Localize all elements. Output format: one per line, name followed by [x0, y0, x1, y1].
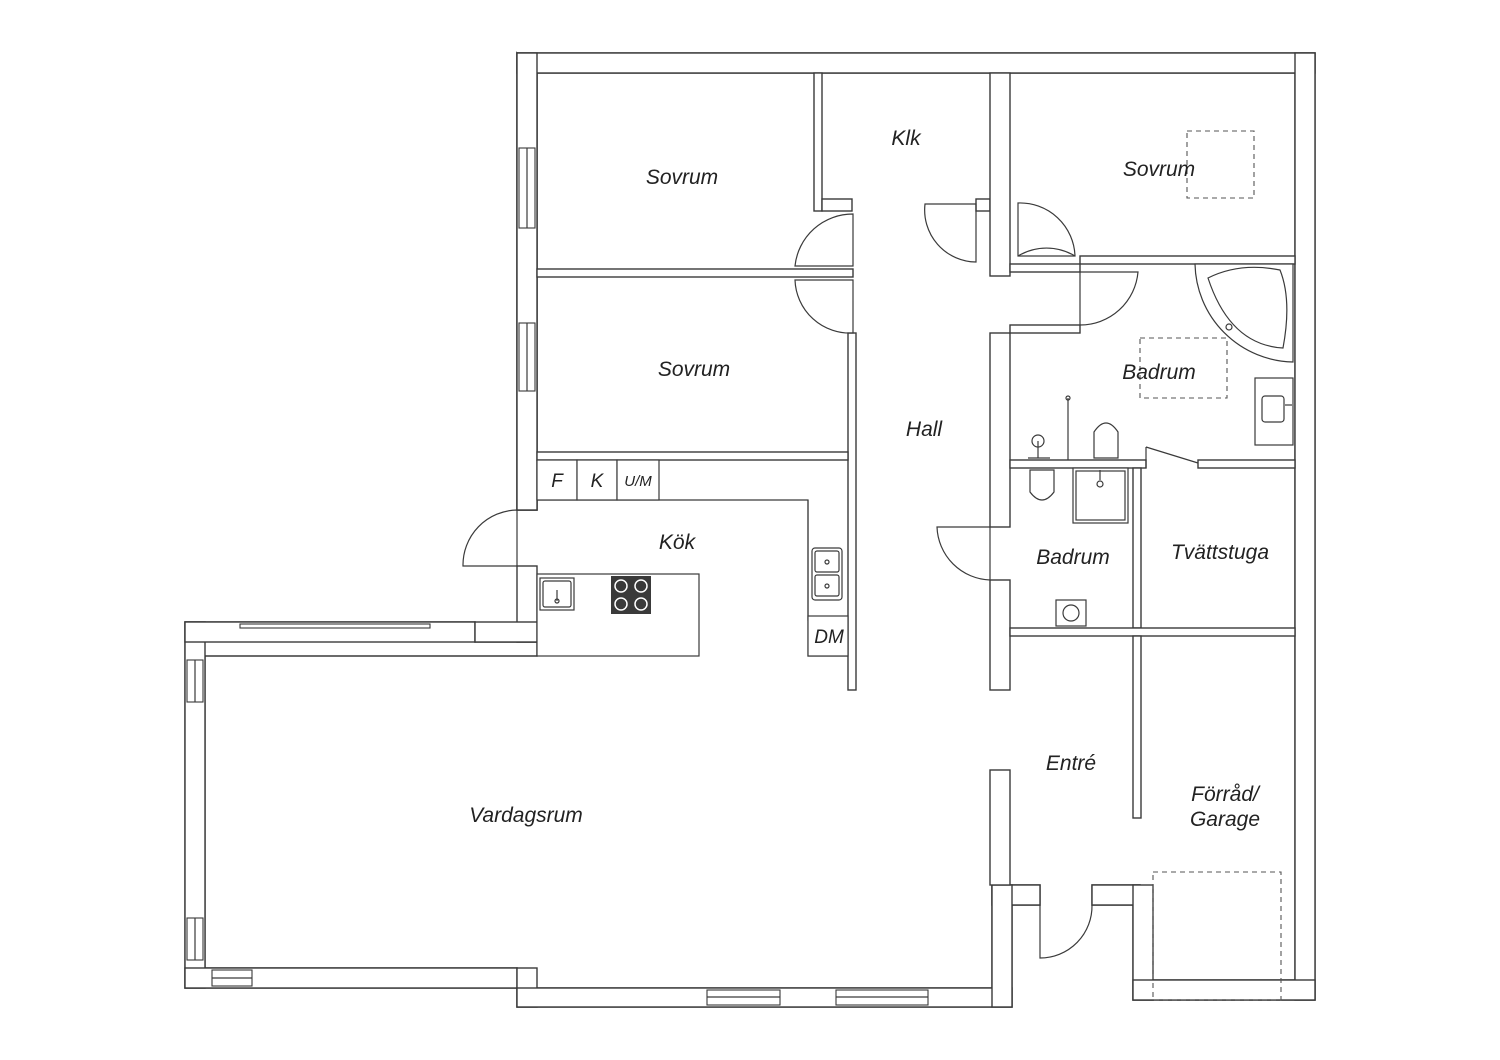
wall-laundry-top: [1197, 459, 1296, 469]
cooktop: [611, 576, 651, 614]
room-label-laundry: Tvättstuga: [1171, 541, 1269, 564]
door-entrance: [1039, 904, 1093, 959]
wall-bed2-bottom: [536, 451, 849, 461]
corner-bathtub: [1194, 263, 1294, 363]
wall-bed1-bed2: [536, 268, 854, 278]
bath1-toilet: [1093, 422, 1119, 459]
sliding-door-living: [239, 623, 431, 629]
door-kitchen-exterior: [462, 509, 518, 567]
wall-hall-right-upper: [989, 332, 1011, 528]
wall-kitchen-corner: [474, 621, 538, 643]
label-dishwasher: DM: [814, 627, 844, 648]
wall-bath2-laundry: [1132, 467, 1142, 629]
dishwasher-box: [807, 615, 849, 657]
wall-closet-right: [989, 72, 1011, 277]
dashed-skylight-bed3: [1186, 130, 1255, 199]
wall-entry-garage: [1132, 635, 1142, 819]
room-label-storage-1: Förråd/: [1191, 783, 1261, 806]
wall-entry-left-upper: [989, 769, 1011, 886]
wall-closet-bottom-right: [975, 198, 991, 212]
oven-box: [616, 459, 660, 501]
room-label-closet: Klk: [891, 127, 922, 150]
door-bedroom-2: [794, 279, 854, 334]
room-label-kitchen: Kök: [659, 531, 697, 554]
label-fridge: F: [551, 471, 564, 492]
dashed-garage-door: [1152, 871, 1282, 1001]
room-label-hall: Hall: [906, 418, 944, 441]
wall-hall-right-lower: [989, 579, 1011, 691]
room-label-bedroom-2: Sovrum: [658, 358, 730, 381]
wall-closet-bottom-left: [821, 198, 853, 212]
room-label-bathroom-1: Badrum: [1122, 361, 1196, 384]
door-bedroom-3: [1017, 202, 1076, 257]
room-label-entrance: Entré: [1046, 752, 1096, 775]
double-sink: [811, 547, 843, 601]
door-bathroom-2: [936, 526, 991, 581]
door-bedroom-3-arc: [1017, 247, 1076, 257]
outer-walls: [516, 52, 1316, 1001]
label-oven: U/M: [624, 473, 652, 490]
wall-entry-leftv: [991, 884, 1013, 1008]
bath2-toilet: [1029, 469, 1055, 501]
wall-bed1-right: [813, 72, 823, 212]
outer-wall-living: [184, 621, 1041, 1008]
door-closet: [924, 203, 977, 263]
wall-bed3-bottom: [1079, 255, 1296, 265]
room-label-bedroom-3: Sovrum: [1123, 158, 1195, 181]
bath1-sink: [1254, 377, 1294, 446]
room-label-bedroom-1: Sovrum: [646, 166, 718, 189]
room-label-bathroom-2: Badrum: [1036, 546, 1110, 569]
bath2-sink: [1055, 599, 1087, 627]
door-bathroom-1: [1079, 271, 1139, 326]
freezer-box: [576, 459, 618, 501]
wall-top: [516, 52, 1316, 74]
wall-right: [1294, 52, 1316, 1001]
wall-garage-bottom: [1132, 979, 1316, 1001]
dashed-skylight-bath1: [1139, 337, 1228, 399]
door-bedroom-1: [794, 213, 854, 267]
wall-hall-left: [847, 332, 857, 691]
door-laundry: [1145, 446, 1199, 468]
wall-bed3-hall: [1009, 263, 1081, 273]
wall-bath1-top: [1009, 324, 1081, 334]
room-label-living: Vardagsrum: [469, 804, 583, 827]
label-freezer: K: [591, 471, 605, 492]
wall-left-upper: [516, 52, 538, 511]
room-label-storage-2: Garage: [1190, 808, 1260, 831]
wall-bath2-bottom: [1009, 627, 1296, 637]
wall-bath1-bottom: [1009, 459, 1147, 469]
fridge-box: [536, 459, 578, 501]
